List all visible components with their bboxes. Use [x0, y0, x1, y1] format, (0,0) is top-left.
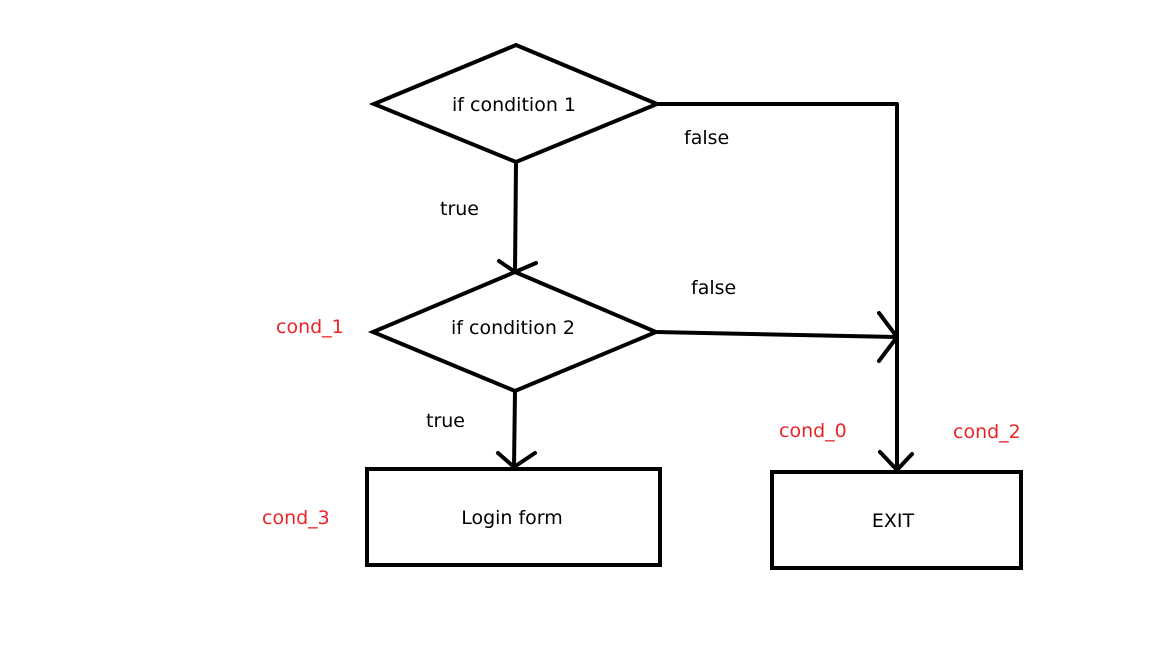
connectors [496, 102, 914, 472]
edge-label-d2-true: true [426, 410, 465, 432]
exit-label: EXIT [872, 510, 915, 532]
annotation-cond-3: cond_3 [262, 507, 330, 529]
edge-d2-false-line [654, 330, 899, 339]
exit-box [770, 470, 1023, 570]
edge-label-d2-false: false [691, 277, 736, 299]
edge-d2-false-arrowhead [877, 311, 899, 363]
decision-1-label: if condition 1 [452, 94, 576, 116]
edge-d1-true-arrowhead [497, 259, 538, 274]
edge-label-d1-true: true [440, 198, 479, 220]
annotation-cond-1: cond_1 [276, 316, 344, 338]
decision-2-label: if condition 2 [451, 317, 575, 339]
edge-d2-true-arrowhead [496, 451, 537, 469]
decision-node-2[interactable]: if condition 2 [367, 269, 662, 394]
exit-node[interactable]: EXIT [770, 470, 1023, 570]
edge-d2-true-line [512, 389, 517, 469]
login-form-label: Login form [461, 507, 563, 529]
login-form-node[interactable]: Login form [365, 467, 662, 567]
decision-2-diamond [367, 269, 662, 394]
edge-d1-false-line [655, 102, 899, 472]
decision-node-1[interactable]: if condition 1 [368, 42, 663, 165]
edge-label-d1-false: false [684, 127, 729, 149]
annotation-cond-2: cond_2 [953, 421, 1021, 443]
decision-1-diamond [368, 42, 663, 165]
edge-d1-true-line [513, 160, 518, 274]
annotation-cond-0: cond_0 [779, 420, 847, 442]
login-form-box [365, 467, 662, 567]
